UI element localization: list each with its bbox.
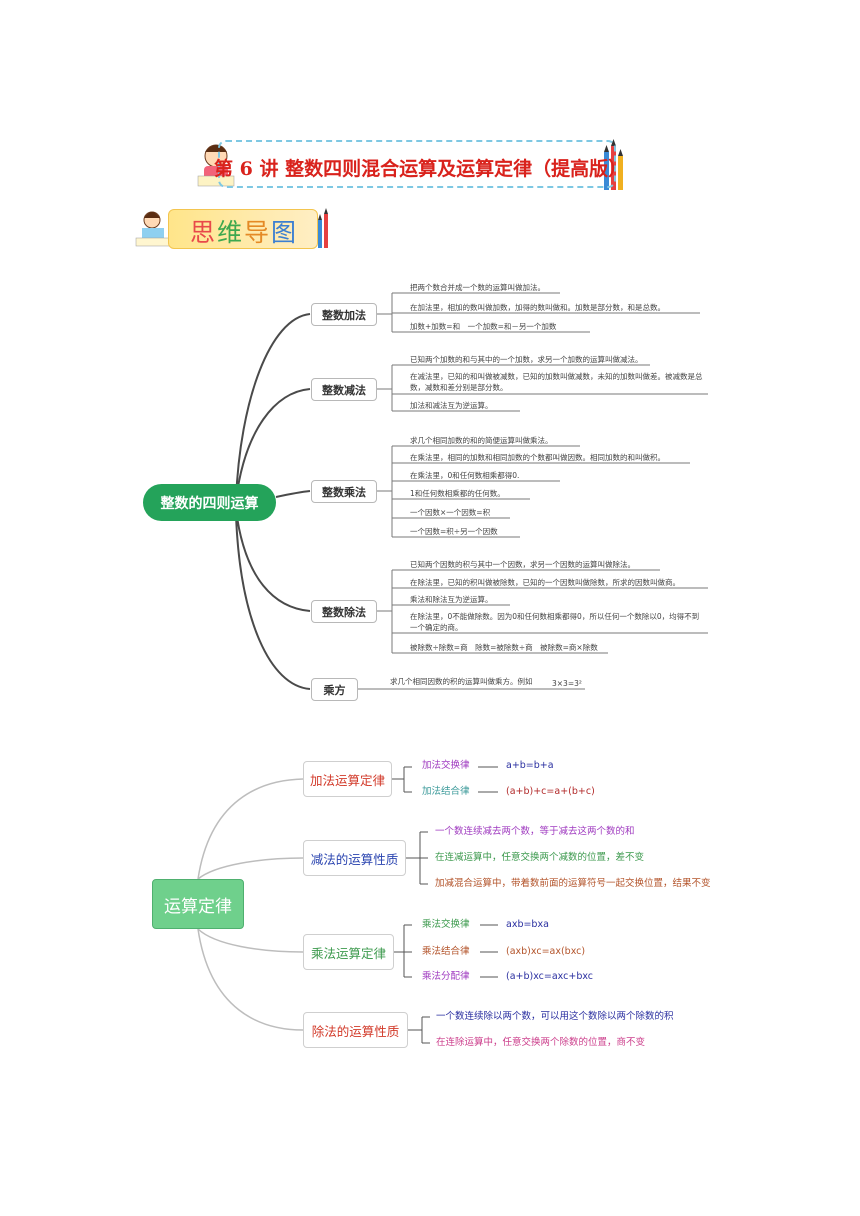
law-name: 乘法结合律 bbox=[422, 946, 470, 957]
law-name: 乘法交换律 bbox=[422, 919, 470, 930]
leaf-text: 1和任何数相乘都的任何数。 bbox=[410, 489, 505, 498]
property-text: 在连除运算中，任意交换两个除数的位置，商不变 bbox=[436, 1037, 646, 1048]
law-formula: a+b=b+a bbox=[506, 760, 554, 771]
property-text: 在连减运算中，任意交换两个减数的位置，差不变 bbox=[435, 852, 645, 863]
property-text: 一个数连续减去两个数，等于减去这两个数的和 bbox=[435, 826, 635, 837]
property-text: 加减混合运算中，带着数前面的运算符号一起交换位置，结果不变 bbox=[435, 878, 711, 889]
map2-leaf-lines bbox=[392, 766, 498, 1044]
law-formula: (axb)xc=ax(bxc) bbox=[506, 946, 586, 957]
law-name: 加法结合律 bbox=[422, 786, 470, 797]
law-name: 加法交换律 bbox=[422, 760, 470, 771]
branch-power: 乘方 bbox=[311, 678, 358, 701]
leaf-text: 一个因数=积÷另一个因数 bbox=[410, 527, 498, 536]
page-title: 第 6 讲 整数四则混合运算及运算定律（提高版） bbox=[214, 158, 628, 180]
leaf-text: 在减法里，已知的和叫做被减数，已知的加数叫做减数，未知的加数叫做差。被减数是总数… bbox=[410, 372, 703, 392]
law-formula: (a+b)xc=axc+bxc bbox=[506, 971, 594, 982]
map1-leaf-lines bbox=[358, 292, 708, 690]
leaf-text: 已知两个因数的积与其中一个因数，求另一个因数的运算叫做除法。 bbox=[410, 560, 635, 569]
leaf-text: 在除法里，已知的积叫做被除数，已知的一个因数叫做除数，所求的因数叫做商。 bbox=[410, 578, 680, 587]
branch-subtraction: 整数减法 bbox=[311, 378, 377, 401]
leaf-text: 在乘法里，相同的加数和相同加数的个数都叫做因数。相同加数的和叫做积。 bbox=[410, 453, 665, 462]
leaf-text: 已知两个加数的和与其中的一个加数，求另一个加数的运算叫做减法。 bbox=[410, 355, 643, 364]
map2-root-node: 运算定律 bbox=[152, 879, 244, 929]
leaf-text: 被除数÷除数=商 除数=被除数÷商 被除数=商×除数 bbox=[410, 643, 598, 652]
section-char: 导 bbox=[244, 218, 272, 247]
sub-banner-pencils-icon bbox=[318, 208, 328, 248]
leaf-text: 乘法和除法互为逆运算。 bbox=[410, 595, 493, 604]
power-example: 3×3=3² bbox=[552, 679, 582, 688]
leaf-text: 求几个相同因数的积的运算叫做乘方。例如 bbox=[390, 677, 533, 686]
property-text: 一个数连续除以两个数，可以用这个数除以两个除数的积 bbox=[436, 1011, 674, 1022]
branch-division-properties: 除法的运算性质 bbox=[303, 1012, 408, 1048]
law-name: 乘法分配律 bbox=[422, 971, 470, 982]
branch-addition-laws: 加法运算定律 bbox=[303, 761, 392, 797]
leaf-text: 把两个数合并成一个数的运算叫做加法。 bbox=[410, 283, 545, 292]
leaf-text: 在加法里，相加的数叫做加数，加得的数叫做和。加数是部分数，和是总数。 bbox=[410, 303, 665, 312]
leaf-text: 一个因数×一个因数=积 bbox=[410, 508, 491, 517]
sub-banner-kid-icon bbox=[135, 211, 171, 247]
map1-root-node: 整数的四则运算 bbox=[143, 484, 276, 521]
branch-division: 整数除法 bbox=[311, 600, 377, 623]
branch-multiplication-laws: 乘法运算定律 bbox=[303, 934, 394, 970]
leaf-text: 加数+加数=和 一个加数=和－另一个加数 bbox=[410, 322, 557, 331]
map1-connectors bbox=[235, 313, 311, 690]
section-char: 思 bbox=[190, 218, 218, 247]
law-formula: (a+b)+c=a+(b+c) bbox=[506, 786, 595, 797]
law-formula: axb=bxa bbox=[506, 919, 549, 930]
map2-connectors bbox=[197, 778, 304, 1031]
section-title: 思维导图 bbox=[190, 213, 298, 249]
branch-subtraction-properties: 减法的运算性质 bbox=[303, 840, 406, 876]
section-char: 图 bbox=[271, 218, 299, 247]
branch-addition: 整数加法 bbox=[311, 303, 377, 326]
leaf-text: 加法和减法互为逆运算。 bbox=[410, 401, 493, 410]
section-banner: 思维导图 bbox=[140, 207, 340, 253]
section-char: 维 bbox=[217, 218, 245, 247]
section-tag bbox=[168, 209, 318, 249]
leaf-text: 在除法里，0不能做除数。因为0和任何数相乘都得0，所以任何一个数除以0，均得不到… bbox=[410, 612, 700, 632]
title-banner: 第 6 讲 整数四则混合运算及运算定律（提高版） bbox=[190, 140, 628, 192]
title-frame bbox=[218, 140, 616, 188]
leaf-text: 在乘法里，0和任何数相乘都得0. bbox=[410, 471, 520, 480]
leaf-text: 求几个相同加数的和的简便运算叫做乘法。 bbox=[410, 436, 553, 445]
title-girl-icon bbox=[197, 144, 235, 187]
branch-multiplication: 整数乘法 bbox=[311, 480, 377, 503]
